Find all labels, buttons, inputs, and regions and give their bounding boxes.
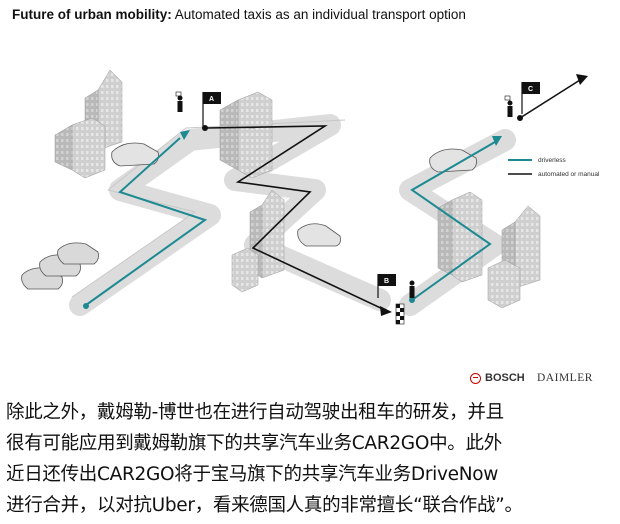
flag-c-label: C [528, 86, 533, 93]
person-a-icon [175, 91, 183, 112]
node-start [83, 303, 89, 309]
flag-b-label: B [384, 278, 389, 285]
car-2 [297, 223, 341, 247]
finish-line [395, 303, 405, 325]
route-driverless-2 [410, 141, 496, 301]
node-c [517, 115, 523, 121]
caption-line-3: 近日还传出CAR2GO将于宝马旗下的共享汽车业务DriveNow [6, 464, 499, 485]
buildings-center [219, 91, 285, 293]
figure-title-bold: Future of urban mobility: [12, 7, 172, 22]
legend-manual-label: automated or manual [538, 171, 600, 178]
legend: driverless automated or manual [508, 157, 600, 178]
flag-c: C [521, 82, 540, 114]
parked-cars [21, 242, 99, 290]
route-manual [205, 125, 386, 311]
flag-b: B [377, 274, 396, 298]
caption-line-2: 很有可能应用到戴姆勒旗下的共享汽车业务CAR2GO中。此外 [6, 433, 502, 454]
route-driverless-2-arrow [492, 136, 502, 146]
route-manual-arrow [380, 306, 392, 316]
route-final [519, 79, 581, 119]
car-3 [429, 148, 477, 173]
figure-title-rest: Automated taxis as an individual transpo… [174, 7, 466, 22]
daimler-logo: DAIMLER [537, 372, 593, 384]
flag-a-label: A [209, 96, 214, 103]
bosch-icon [470, 372, 481, 384]
figure-title: Future of urban mobility: Automated taxi… [12, 7, 466, 22]
route-driverless-1 [85, 137, 208, 306]
bosch-logo: BOSCH [470, 372, 525, 384]
flag-a: A [202, 92, 221, 128]
buildings-left [54, 69, 123, 179]
buildings-right [437, 191, 541, 309]
caption-line-4: 进行合并，以对抗Uber，看来德国人真的非常擅长“联合作战”。 [6, 495, 523, 516]
person-c-icon [504, 95, 513, 117]
logo-bar: BOSCH DAIMLER [0, 372, 620, 388]
person-b-icon [409, 280, 415, 298]
route-final-arrow [576, 74, 588, 85]
node-b [409, 297, 415, 303]
bosch-label: BOSCH [485, 372, 525, 384]
mobility-illustration: A B C driverless automated or manual [21, 69, 600, 325]
caption-line-1: 除此之外，戴姆勒-博世也在进行自动驾驶出租车的研发，并且 [6, 402, 504, 423]
route-driverless-1-arrow [180, 130, 190, 140]
legend-driverless-label: driverless [538, 157, 567, 164]
caption-text: 除此之外，戴姆勒-博世也在进行自动驾驶出租车的研发，并且 很有可能应用到戴姆勒旗… [6, 397, 618, 521]
